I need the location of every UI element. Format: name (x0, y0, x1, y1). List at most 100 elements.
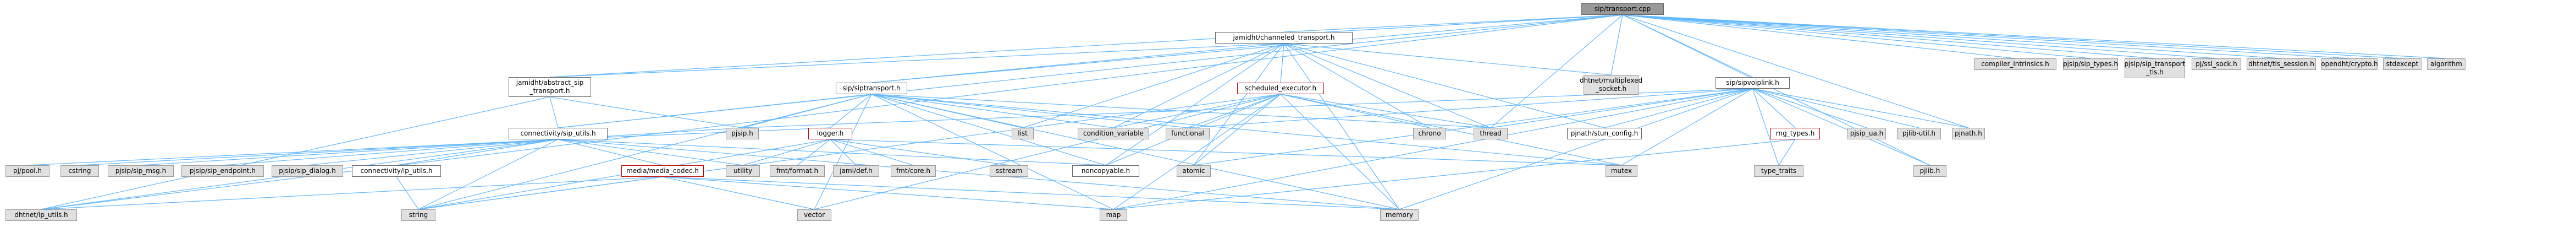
node-conn-ip-utils[interactable]: connectivity/ip_utils.h (352, 165, 441, 177)
node-pjlib-util[interactable]: pjlib-util.h (1897, 128, 1941, 139)
edge-media-codec-to-string (418, 176, 663, 210)
edge-sip-utils-to-media-codec (558, 139, 663, 166)
edge-scheduled-executor-to-map (1113, 94, 1281, 210)
edge-channeled-transport-to-thread (1283, 43, 1491, 128)
edge-transport-cpp-to-crypto (1622, 14, 2350, 59)
node-map[interactable]: map (1100, 209, 1127, 221)
node-memory[interactable]: memory (1380, 209, 1419, 221)
node-functional[interactable]: functional (1166, 128, 1210, 139)
node-channeled-transport[interactable]: jamidht/channeled_transport.h (1215, 32, 1353, 44)
edge-transport-cpp-to-pjlib (1622, 14, 1930, 166)
edge-conn-ip-utils-to-string (396, 176, 419, 210)
node-multiplexed-socket[interactable]: dhtnet/multiplexed _socket.h (1580, 75, 1642, 95)
node-stdexcept[interactable]: stdexcept (2383, 58, 2421, 70)
node-media-codec[interactable]: media/media_codec.h (621, 165, 704, 177)
edge-sipvoiplink-to-pjlib (1752, 88, 1930, 166)
edge-logger-to-fmt-core (830, 139, 914, 166)
node-compiler-intrinsics[interactable]: compiler_intrinsics.h (1974, 58, 2056, 70)
node-type-traits[interactable]: type_traits (1754, 165, 1803, 177)
node-sip-utils[interactable]: connectivity/sip_utils.h (509, 128, 608, 139)
node-sipvoiplink[interactable]: sip/sipvoiplink.h (1716, 77, 1790, 89)
edge-media-codec-to-dht-ip-utils (41, 176, 663, 210)
edge-channeled-transport-to-scheduled-executor (1280, 43, 1284, 83)
edge-transport-cpp-to-algorithm (1622, 14, 2447, 59)
node-pjnath[interactable]: pjnath.h (1952, 128, 1985, 139)
node-jami-def[interactable]: jami/def.h (833, 165, 879, 177)
edge-rng-types-to-type-traits (1778, 139, 1796, 166)
edge-transport-cpp-to-pjsip-transport-tls (1622, 14, 2155, 59)
node-crypto[interactable]: opendht/crypto.h (2321, 58, 2378, 70)
node-pj-ssl-sock[interactable]: pj/ssl_sock.h (2192, 58, 2241, 70)
node-atomic[interactable]: atomic (1177, 165, 1211, 177)
edge-sip-utils-to-utility (558, 139, 743, 166)
node-pj-pool[interactable]: pj/pool.h (5, 165, 49, 177)
node-thread[interactable]: thread (1474, 128, 1508, 139)
node-siptransport[interactable]: sip/siptransport.h (836, 83, 907, 94)
node-noncopyable[interactable]: noncopyable.h (1072, 165, 1139, 177)
edge-sipvoiplink-to-memory (1399, 88, 1753, 210)
edge-sip-utils-to-string (418, 139, 559, 210)
edge-siptransport-to-condition-variable (871, 94, 1114, 128)
edge-sipvoiplink-to-thread (1490, 88, 1753, 128)
edge-channeled-transport-to-condition-variable (1113, 43, 1284, 128)
node-sip-dialog[interactable]: pjsip/sip_dialog.h (272, 165, 343, 177)
edge-transport-cpp-to-tls-session (1622, 14, 2282, 59)
edge-sipvoiplink-to-functional (1187, 88, 1753, 128)
node-fmt-core[interactable]: fmt/core.h (891, 165, 936, 177)
node-cstring[interactable]: cstring (60, 165, 99, 177)
node-pjsip-transport-tls[interactable]: pjsip/sip_transport _tls.h (2125, 58, 2185, 78)
node-pjsip-h[interactable]: pjsip.h (726, 128, 759, 139)
edge-sipvoiplink-to-map (1113, 88, 1753, 210)
node-algorithm[interactable]: algorithm (2427, 58, 2465, 70)
node-abstract-sip-transport[interactable]: jamidht/abstract_sip _transport.h (509, 77, 591, 97)
node-logger[interactable]: logger.h (808, 128, 852, 139)
edge-scheduled-executor-to-thread (1280, 94, 1491, 128)
node-scheduled-executor[interactable]: scheduled_executor.h (1237, 83, 1324, 94)
edge-sip-utils-to-pj-pool (27, 139, 559, 166)
edge-sip-utils-to-sip-msg (140, 139, 559, 166)
edge-sipvoiplink-to-stun-config (1604, 88, 1753, 128)
node-list[interactable]: list (1012, 128, 1034, 139)
edge-channeled-transport-to-stun-config (1283, 43, 1605, 128)
edge-scheduled-executor-to-vector (814, 94, 1281, 210)
edge-siptransport-to-map (871, 94, 1114, 210)
edge-scheduled-executor-to-functional (1187, 94, 1281, 128)
edge-logger-to-sstream (830, 139, 1010, 166)
edge-sip-utils-to-sip-dialog (307, 139, 559, 166)
edge-transport-cpp-to-abstract-sip-transport (549, 14, 1623, 78)
node-transport-cpp[interactable]: sip/transport.cpp (1581, 3, 1664, 15)
node-utility[interactable]: utility (726, 165, 760, 177)
node-pjsip-ua[interactable]: pjsip_ua.h (1847, 128, 1886, 139)
edge-siptransport-to-memory (871, 94, 1400, 210)
edge-sipvoiplink-to-mutex (1621, 88, 1753, 166)
node-sstream[interactable]: sstream (990, 165, 1028, 177)
edge-channeled-transport-to-abstract-sip-transport (549, 43, 1284, 78)
node-pjlib[interactable]: pjlib.h (1913, 165, 1946, 177)
node-mutex[interactable]: mutex (1606, 165, 1637, 177)
node-sip-msg[interactable]: pjsip/sip_msg.h (108, 165, 174, 177)
edge-transport-cpp-to-multiplexed-socket (1610, 14, 1623, 75)
node-string[interactable]: string (401, 209, 435, 221)
node-fmt-format[interactable]: fmt/format.h (770, 165, 825, 177)
edge-sipvoiplink-to-pjsip-ua (1752, 88, 1867, 128)
edge-channeled-transport-to-memory (1283, 43, 1400, 210)
node-sip-endpoint[interactable]: pjsip/sip_endpoint.h (181, 165, 264, 177)
node-chrono[interactable]: chrono (1413, 128, 1446, 139)
node-pjsip-sip-types[interactable]: pjsip/sip_types.h (2063, 58, 2118, 70)
edge-sip-utils-to-sip-endpoint (222, 139, 559, 166)
node-dht-ip-utils[interactable]: dhtnet/ip_utils.h (5, 209, 77, 221)
edge-sip-utils-to-conn-ip-utils (396, 139, 559, 166)
node-tls-session[interactable]: dhtnet/tls_session.h (2247, 58, 2316, 70)
node-condition-variable[interactable]: condition_variable (1078, 128, 1149, 139)
edge-channeled-transport-to-list (1022, 43, 1284, 128)
edge-transport-cpp-to-channeled-transport (1283, 14, 1623, 33)
edge-transport-cpp-to-stdexcept (1622, 14, 2403, 59)
edge-channeled-transport-to-chrono (1283, 43, 1430, 128)
edge-siptransport-to-thread (871, 94, 1491, 128)
edge-siptransport-to-functional (871, 94, 1188, 128)
edge-siptransport-to-sip-utils (558, 94, 872, 128)
node-vector[interactable]: vector (797, 209, 831, 221)
node-rng-types[interactable]: rng_types.h (1770, 128, 1820, 139)
node-stun-config[interactable]: pjnath/stun_config.h (1567, 128, 1642, 139)
